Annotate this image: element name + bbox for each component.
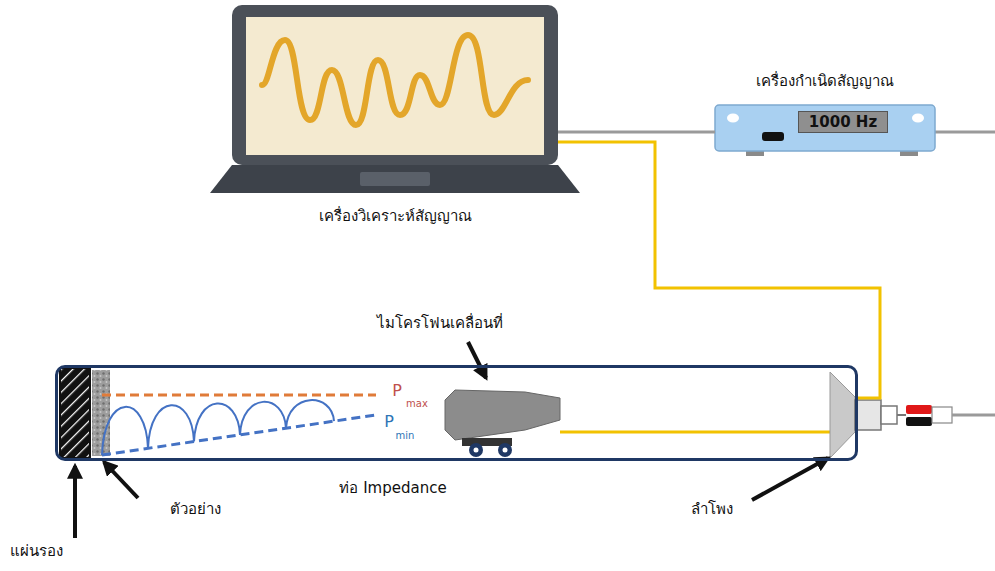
signal-generator [715,105,935,156]
laptop [210,5,580,193]
part-label: ตัวอย่าง [170,500,221,518]
pressure-subscript: max [406,398,428,410]
microphone [445,390,832,457]
leader-arrows [75,342,828,538]
display-readout: 1000 Hz [798,111,888,133]
cable [935,131,995,134]
standing-wave [102,400,334,455]
microphone-cable [558,142,880,398]
pmax-line [102,394,376,397]
impedance-tube: ท่อ Impedance [55,365,858,461]
device-label: เครื่องวิเคราะห์สัญญาณ [319,207,472,225]
pressure-symbol: P [384,412,394,431]
laptop-node: เครื่องวิเคราะห์สัญญาณ [232,5,558,195]
signal-cable [558,131,715,134]
pressure-subscript: min [396,430,415,442]
backing-plate [60,368,90,458]
pressure-symbol: P [392,381,402,400]
sample [92,370,110,456]
tube-label: ท่อ Impedance [339,479,446,497]
loudspeaker [830,372,995,458]
signal-generator-node: เครื่องกำเนิดสัญญาณ1000 Hz [715,105,935,151]
part-label: ลำโพง [691,500,733,518]
part-label: แผ่นรอง [10,542,63,560]
part-label: ไมโครโฟนเคลื่อนที่ [377,314,503,332]
device-label: เครื่องกำเนิดสัญญาณ [756,72,894,90]
